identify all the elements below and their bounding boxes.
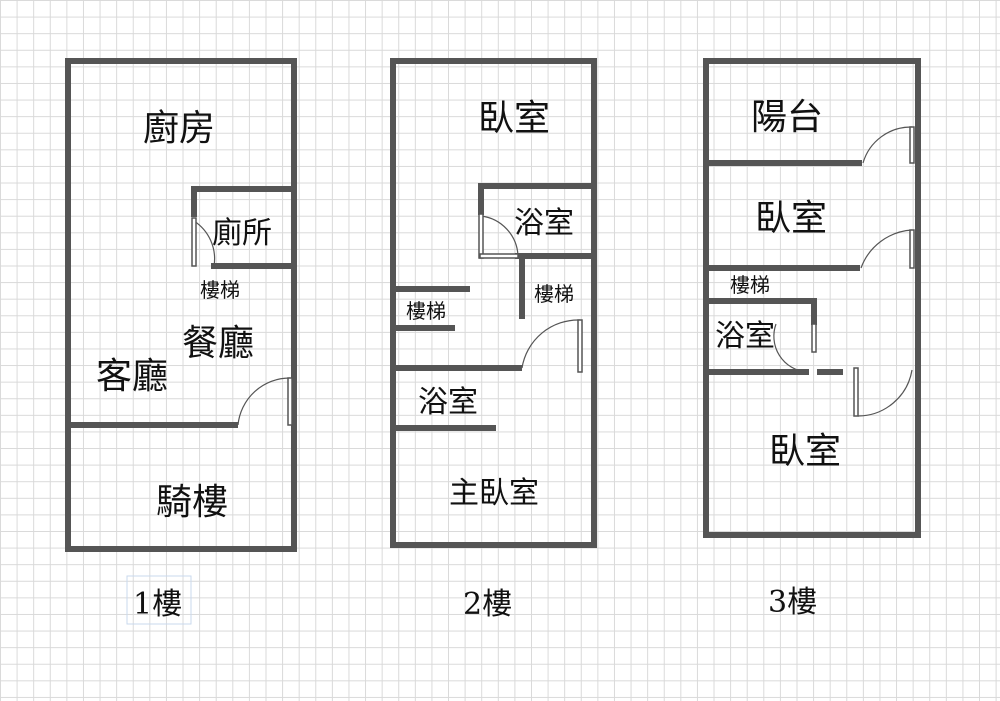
stairs-label-3f: 樓梯 <box>730 273 770 297</box>
master-bedroom-label: 主臥室 <box>449 476 539 511</box>
bath-upper-label: 浴室 <box>514 206 574 241</box>
bath-lower-label: 浴室 <box>418 385 478 420</box>
bedroom-door-leaf <box>577 319 583 373</box>
bedroom-label: 臥室 <box>478 98 550 139</box>
bedroom-lower-label: 臥室 <box>769 431 841 472</box>
stairs-left-label: 樓梯 <box>406 299 446 323</box>
balcony-door-swing <box>862 126 913 164</box>
dining-label: 餐廳 <box>182 323 254 364</box>
bedroom-lower-door-swing <box>857 369 913 417</box>
arcade-label: 騎樓 <box>156 482 228 523</box>
stairs-label: 樓梯 <box>200 278 240 302</box>
main-door-swing <box>237 377 291 426</box>
balcony-label: 陽台 <box>751 97 823 138</box>
bedroom-door-swing <box>521 319 581 369</box>
toilet-label: 廁所 <box>212 216 272 251</box>
living-label: 客廳 <box>96 356 168 397</box>
bedroom-upper-door-swing <box>860 229 913 269</box>
bath-label-3f: 浴室 <box>715 319 775 354</box>
bath-door-swing <box>773 323 807 373</box>
floor-1: 廚房 廁所 樓梯 餐廳 客廳 騎樓 1樓 <box>65 58 297 625</box>
stairs-right-label: 樓梯 <box>534 282 574 306</box>
floor-2-outer-wall <box>390 58 597 548</box>
main-door-leaf <box>287 377 293 426</box>
floor-3: 陽台 臥室 樓梯 浴室 臥室 3樓 <box>703 58 921 620</box>
toilet-door-swing <box>193 220 216 267</box>
floor-1-label-box <box>126 575 192 625</box>
balcony-door-leaf <box>909 126 915 164</box>
floor-2-label: 2樓 <box>463 587 512 622</box>
bath-upper-door-swing <box>480 215 519 257</box>
floor-1-outer-wall <box>65 58 297 552</box>
kitchen-label: 廚房 <box>143 108 215 149</box>
floor-1-label: 1樓 <box>133 587 182 622</box>
floor-2: 臥室 浴室 樓梯 樓梯 浴室 主臥室 2樓 <box>390 58 597 622</box>
bath-upper-door-leaf <box>478 213 484 259</box>
toilet-door-leaf <box>191 217 197 267</box>
bedroom-upper-door-leaf <box>909 229 915 269</box>
bedroom-lower-door-leaf <box>853 367 859 417</box>
bath-upper-door-sill <box>479 253 519 259</box>
floor-3-label: 3樓 <box>768 585 817 620</box>
bath-door-leaf <box>811 323 817 353</box>
bedroom-upper-label: 臥室 <box>755 198 827 239</box>
